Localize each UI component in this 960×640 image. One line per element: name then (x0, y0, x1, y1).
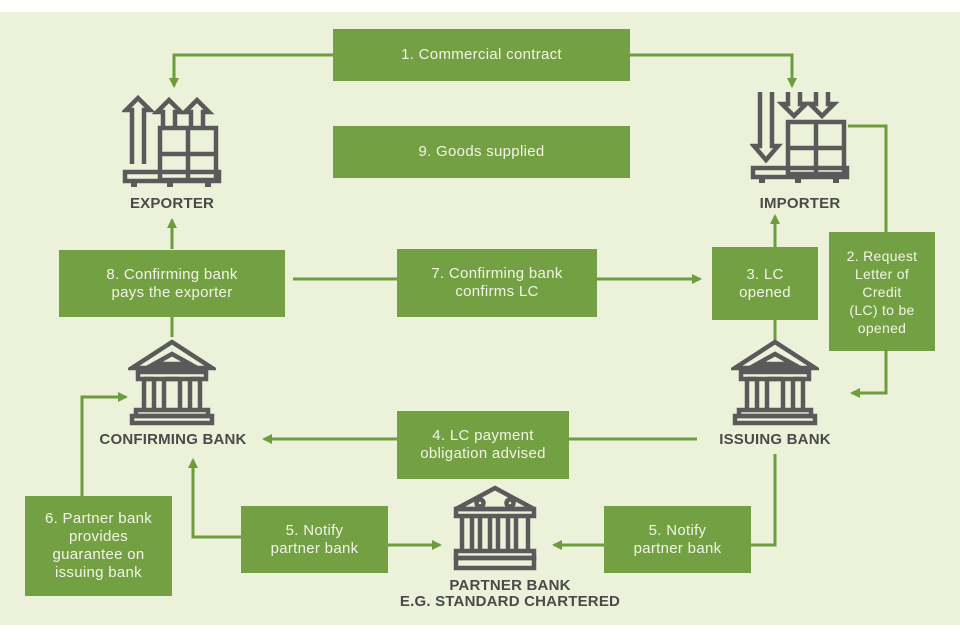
step-3-text: 3. LC opened (739, 265, 791, 301)
connector-contract-importer (630, 53, 797, 88)
step-1-text: 1. Commercial contract (401, 46, 562, 63)
step-3-box[interactable]: 3. LC opened (712, 247, 818, 320)
pallet-export-icon (122, 94, 222, 188)
step-4-text: 4. LC payment obligation advised (420, 427, 546, 462)
step-2-box[interactable]: 2. Request Letter of Credit (LC) to be o… (829, 232, 935, 351)
pallet-import-icon (750, 90, 850, 186)
step-7-box[interactable]: 7. Confirming bank confirms LC (397, 249, 597, 317)
step-5a-text: 5. Notify partner bank (270, 521, 359, 557)
issuing-bank-label: ISSUING BANK (719, 431, 831, 448)
step-8-text: 8. Confirming bank pays the exporter (106, 265, 238, 301)
step-8-box[interactable]: 8. Confirming bank pays the exporter (59, 250, 285, 317)
connector-contract-exporter (169, 53, 333, 88)
bank-icon (731, 338, 819, 426)
partner-bank-label: PARTNER BANK E.G. STANDARD CHARTERED (399, 577, 621, 610)
step-1-box[interactable]: 1. Commercial contract (333, 29, 630, 81)
step-9-text: 9. Goods supplied (418, 143, 545, 160)
step-9-box[interactable]: 9. Goods supplied (333, 126, 630, 178)
step-6-text: 6. Partner bank provides guarantee on is… (44, 510, 153, 581)
step-5b-box[interactable]: 5. Notify partner bank (604, 506, 751, 573)
confirming-bank-label: CONFIRMING BANK (99, 431, 247, 448)
connector-step2-issuing (850, 351, 888, 398)
bank-icon (452, 485, 538, 573)
step-4-box[interactable]: 4. LC payment obligation advised (397, 411, 569, 479)
step-7-text: 7. Confirming bank confirms LC (431, 265, 563, 300)
connector-issuing-step5b (751, 454, 777, 547)
connector-importer-step2 (848, 124, 888, 232)
exporter-label: EXPORTER (129, 195, 215, 212)
connector-step5a-confirming (188, 458, 241, 539)
connector-step6-confirming (80, 392, 128, 496)
step-6-box[interactable]: 6. Partner bank provides guarantee on is… (25, 496, 172, 596)
step-5a-box[interactable]: 5. Notify partner bank (241, 506, 388, 573)
importer-label: IMPORTER (759, 195, 841, 212)
step-5b-text: 5. Notify partner bank (633, 521, 722, 557)
bank-icon (128, 338, 216, 426)
step-2-text: 2. Request Letter of Credit (LC) to be o… (846, 247, 918, 336)
